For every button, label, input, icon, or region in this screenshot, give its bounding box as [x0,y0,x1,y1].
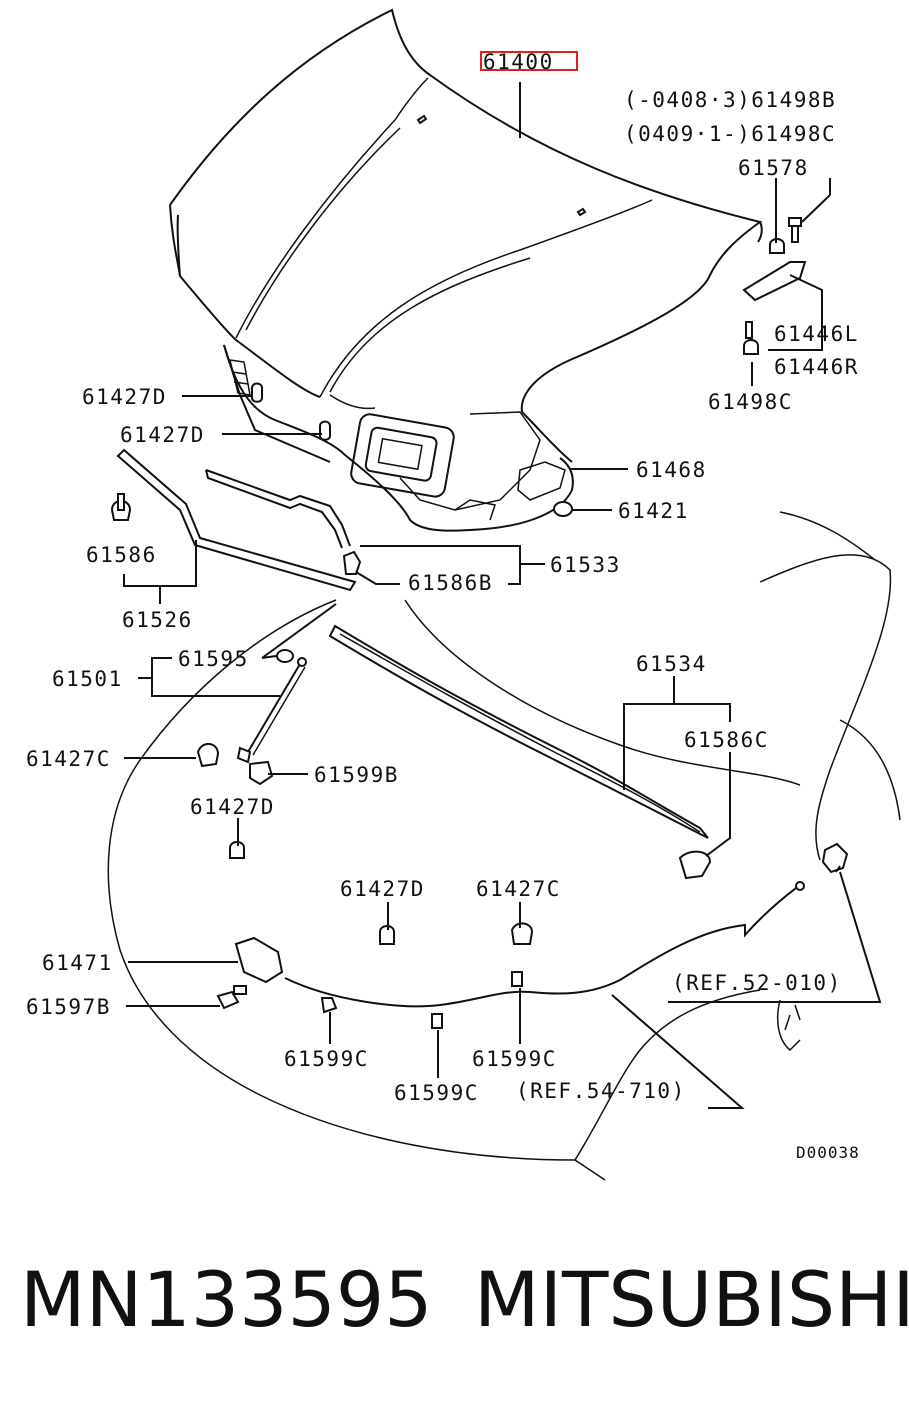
callout-bumper-1: 61427D [82,385,167,409]
hood-panel [169,8,763,413]
callout-stay-holder: 61599B [314,763,399,787]
callout-seal-front: 61533 [550,553,621,577]
callout-hinge-nut: 61498C [708,390,793,414]
small-parts [110,217,807,1029]
callout-seal-front-clip: 61586B [408,571,493,595]
body-outline [107,511,901,1181]
callout-hood: 61400 [483,50,554,74]
callout-hinge-note-1: (-0408·3)61498B [624,88,836,112]
callout-cable-clamp-3: 61599C [472,1047,557,1071]
callout-cushion-center-c: 61427C [476,877,561,901]
part-number: MN133595 [20,1255,433,1344]
callout-cable-clamp-2: 61599C [394,1081,479,1105]
callout-weatherstrip: 61534 [636,652,707,676]
callout-labels: 61400 (-0408·3)61498B (0409·1-)61498C 61… [26,50,860,1162]
callout-weatherstrip-clip: 61586C [684,728,769,752]
callout-stay-grommet: 61595 [178,647,249,671]
callout-latch: 61471 [42,951,113,975]
callout-hinge-bolt: 61578 [738,156,809,180]
callout-bumper-2: 61427D [120,423,205,447]
callout-ref-release: (REF.52-010) [672,971,842,995]
release-cable [284,884,801,1008]
hood-inner-panel [223,344,574,532]
side-seal [116,448,357,592]
callout-cushion-mid: 61427D [190,795,275,819]
callout-ref-cable: (REF.54-710) [516,1079,686,1103]
callout-cushion-left: 61427C [26,747,111,771]
callout-grommet: 61421 [618,499,689,523]
hood-stay [236,649,307,764]
callout-cushion-center-d: 61427D [340,877,425,901]
callout-latch-bolt: 61597B [26,995,111,1019]
front-seal [205,469,351,549]
product-caption: MN133595 MITSUBISHI [0,1262,909,1382]
hood-callout-highlight [480,51,578,71]
callout-seal-left: 61526 [122,608,193,632]
drawing-code: D00038 [796,1143,860,1162]
weatherstrip [328,624,709,839]
brand-name: MITSUBISHI [474,1255,909,1344]
callout-hinge-left: 61446L [774,322,859,346]
parts-diagram: 61400 (-0408·3)61498B (0409·1-)61498C 61… [26,8,901,1181]
leader-lines [123,82,882,1109]
callout-clip-left: 61586 [86,543,157,567]
callout-hinge-note-2: (0409·1-)61498C [624,122,836,146]
callout-hood-stay: 61501 [52,667,123,691]
callout-hinge-right: 61446R [774,355,859,379]
callout-insulator: 61468 [636,458,707,482]
callout-cable-clamp-1: 61599C [284,1047,369,1071]
